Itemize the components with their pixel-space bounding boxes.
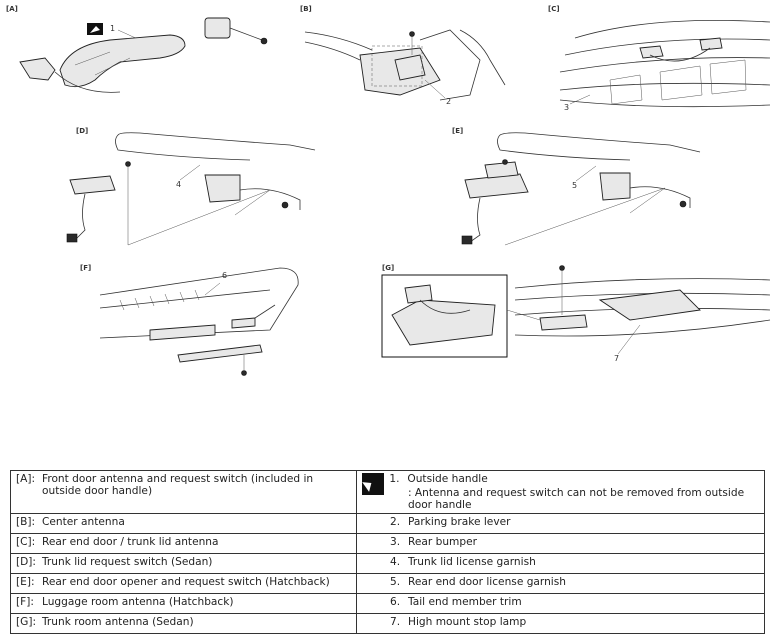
legend-key: [C]: bbox=[16, 536, 36, 548]
panel-d: [D] 4 bbox=[66, 127, 316, 246]
legend-part-name: Rear end door license garnish bbox=[408, 576, 566, 588]
callout-2: 2 bbox=[446, 97, 451, 106]
legend-part-name: Rear bumper bbox=[408, 536, 477, 548]
legend-note: : Antenna and request switch can not be … bbox=[408, 487, 745, 511]
legend-description: Trunk room antenna (Sedan) bbox=[42, 616, 194, 628]
callout-7: 7 bbox=[614, 354, 619, 363]
panel-label-c: [C] bbox=[548, 5, 560, 13]
panel-label-b: [B] bbox=[300, 5, 312, 13]
panel-a: [A] 1 bbox=[6, 5, 268, 93]
legend-number: 6. bbox=[390, 596, 401, 608]
callout-6: 6 bbox=[222, 271, 227, 280]
legend-description: Center antenna bbox=[42, 516, 125, 528]
callout-5: 5 bbox=[572, 181, 577, 190]
panel-b: [B] 2 bbox=[300, 5, 506, 106]
warning-icon bbox=[362, 473, 384, 495]
legend-description: Luggage room antenna (Hatchback) bbox=[42, 596, 234, 608]
legend-number: 2. bbox=[390, 516, 401, 528]
legend-table: [A]: Front door antenna and request switc… bbox=[10, 470, 765, 634]
legend-part-name: Parking brake lever bbox=[408, 516, 511, 528]
legend-number: 5. bbox=[390, 576, 401, 588]
panel-g: [G] 7 bbox=[381, 264, 771, 363]
panel-label-f: [F] bbox=[80, 264, 91, 272]
legend-row: [F]: Luggage room antenna (Hatchback) 6. T… bbox=[10, 593, 765, 614]
legend-key: [D]: bbox=[16, 556, 36, 568]
legend-key: [F]: bbox=[16, 596, 34, 608]
panel-c: [C] 3 bbox=[548, 5, 771, 112]
legend-description: Rear end door opener and request switch … bbox=[42, 576, 330, 588]
legend-row: [A]: Front door antenna and request switc… bbox=[10, 470, 765, 514]
legend-part-name: High mount stop lamp bbox=[408, 616, 527, 628]
panel-label-e: [E] bbox=[452, 127, 463, 135]
legend-description: Rear end door / trunk lid antenna bbox=[42, 536, 219, 548]
panel-label-a: [A] bbox=[6, 5, 18, 13]
legend-row: [C]: Rear end door / trunk lid antenna 3.… bbox=[10, 533, 765, 554]
legend-row: [B]: Center antenna 2. Parking brake lever bbox=[10, 513, 765, 534]
parts-illustration: [A] 1 [B] 2 [C] 3 [D] bbox=[6, 5, 771, 376]
legend-row: [D]: Trunk lid request switch (Sedan) 4. T… bbox=[10, 553, 765, 574]
legend-part-name: Outside handle bbox=[407, 473, 488, 485]
legend-part-name: Tail end member trim bbox=[408, 596, 522, 608]
panel-e: [E] 5 bbox=[452, 127, 701, 246]
legend-key: [B]: bbox=[16, 516, 36, 528]
callout-3: 3 bbox=[564, 103, 569, 112]
legend-number: 7. bbox=[390, 616, 401, 628]
panel-label-d: [D] bbox=[76, 127, 88, 135]
panel-label-g: [G] bbox=[382, 264, 394, 272]
legend-key: [A]: bbox=[16, 473, 36, 485]
callout-1: 1 bbox=[110, 24, 115, 33]
panel-f: [F] 6 bbox=[80, 264, 299, 376]
legend-number: 1. bbox=[389, 473, 400, 485]
legend-description: Front door antenna and request switch (i… bbox=[42, 473, 314, 497]
callout-4: 4 bbox=[176, 180, 181, 189]
legend-part-name: Trunk lid license garnish bbox=[408, 556, 536, 568]
legend-description: Trunk lid request switch (Sedan) bbox=[42, 556, 213, 568]
legend-row: [E]: Rear end door opener and request swi… bbox=[10, 573, 765, 594]
legend-row: [G]: Trunk room antenna (Sedan) 7. High mo… bbox=[10, 613, 765, 634]
legend-number: 4. bbox=[390, 556, 401, 568]
legend-number: 3. bbox=[390, 536, 401, 548]
legend-key: [E]: bbox=[16, 576, 35, 588]
legend-key: [G]: bbox=[16, 616, 37, 628]
